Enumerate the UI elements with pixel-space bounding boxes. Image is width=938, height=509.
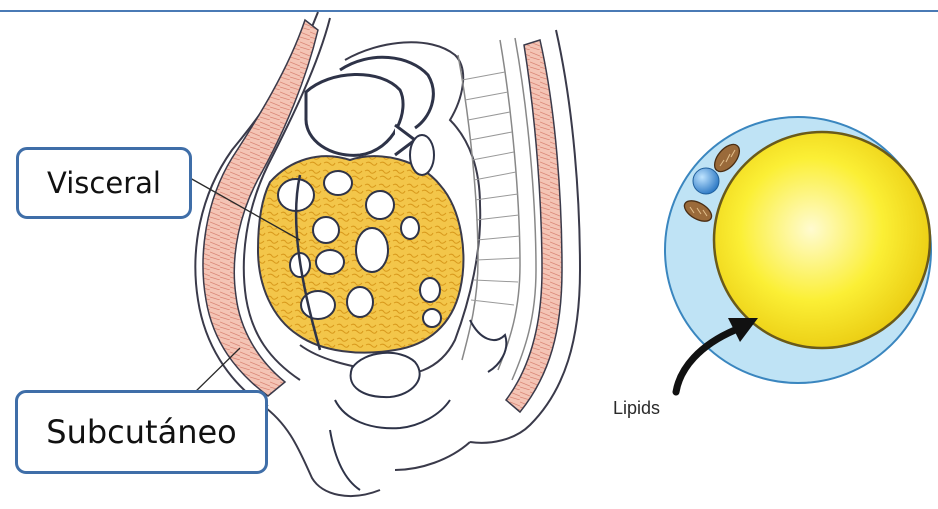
pelvic-organ: [351, 353, 420, 397]
small-droplet: [693, 168, 719, 194]
lipids-label: Lipids: [613, 398, 660, 419]
spine: [458, 38, 536, 380]
adipocyte-cell: [665, 117, 931, 392]
subcutaneo-callout: Subcutáneo: [15, 390, 268, 474]
lipid-droplet: [714, 132, 930, 348]
upper-organ: [306, 74, 403, 155]
back-fat-band: [506, 40, 562, 412]
visceral-callout: Visceral: [16, 147, 192, 219]
